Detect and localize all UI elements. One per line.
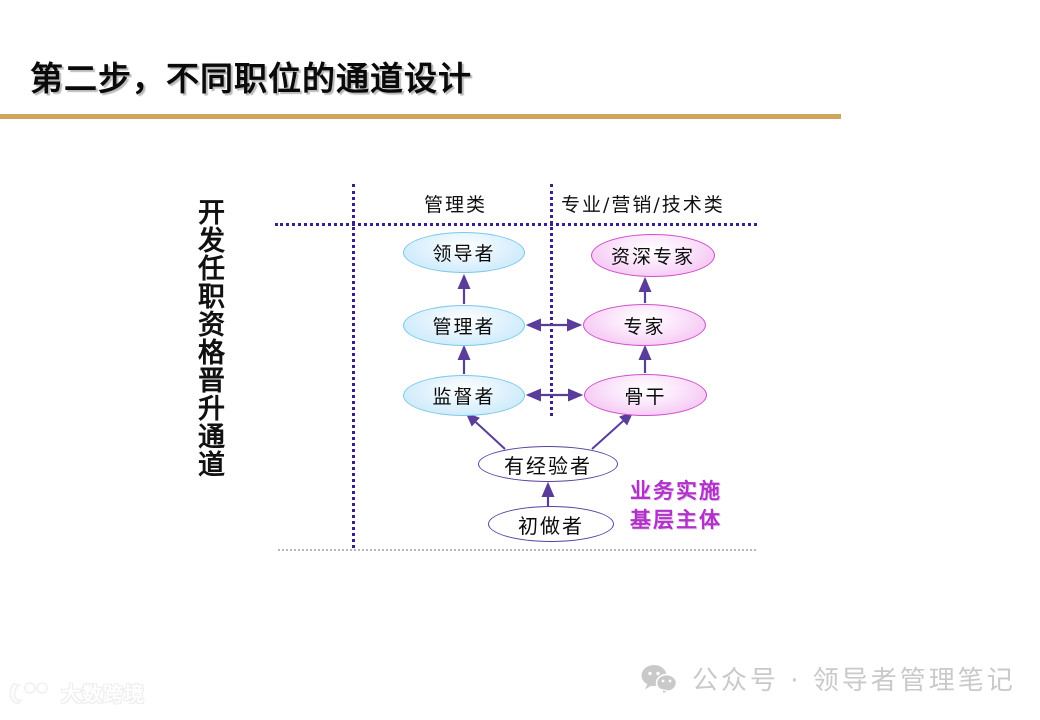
column-header-professional: 专业/营销/技术类 [561, 194, 725, 216]
footer-branding: 公众号 · 领导者管理笔记 [640, 660, 1016, 697]
node-beginner[interactable]: 初做者 [488, 506, 614, 542]
wechat-icon [641, 664, 678, 695]
separator-horizontal-bottom [278, 549, 756, 551]
diagram-vertical-label: 开发任职资格晋升通道 [193, 198, 224, 478]
watermark-logo-icon [9, 681, 49, 704]
page-title: 第二步，不同职位的通道设计 [30, 59, 472, 98]
separator-horizontal-top [275, 223, 757, 226]
node-experienced[interactable]: 有经验者 [478, 446, 618, 482]
node-backbone[interactable]: 骨干 [584, 374, 707, 416]
watermark: 大数跨境 [8, 678, 145, 707]
annotation-base-layer: 业务实施 基层主体 [630, 477, 722, 535]
annotation-line-2: 基层主体 [630, 506, 722, 532]
separator-vertical-left [352, 184, 355, 548]
node-expert[interactable]: 专家 [583, 304, 706, 346]
node-supervisor[interactable]: 监督者 [403, 375, 525, 416]
title-divider [0, 114, 841, 119]
annotation-line-1: 业务实施 [630, 478, 722, 503]
node-leader[interactable]: 领导者 [403, 232, 525, 273]
watermark-text: 大数跨境 [61, 682, 145, 706]
separator-vertical-middle [550, 184, 553, 416]
node-manager[interactable]: 管理者 [403, 305, 525, 346]
column-header-management: 管理类 [424, 194, 488, 216]
footer-text: 公众号 · 领导者管理笔记 [692, 666, 1016, 696]
node-senior-expert[interactable]: 资深专家 [591, 234, 715, 277]
